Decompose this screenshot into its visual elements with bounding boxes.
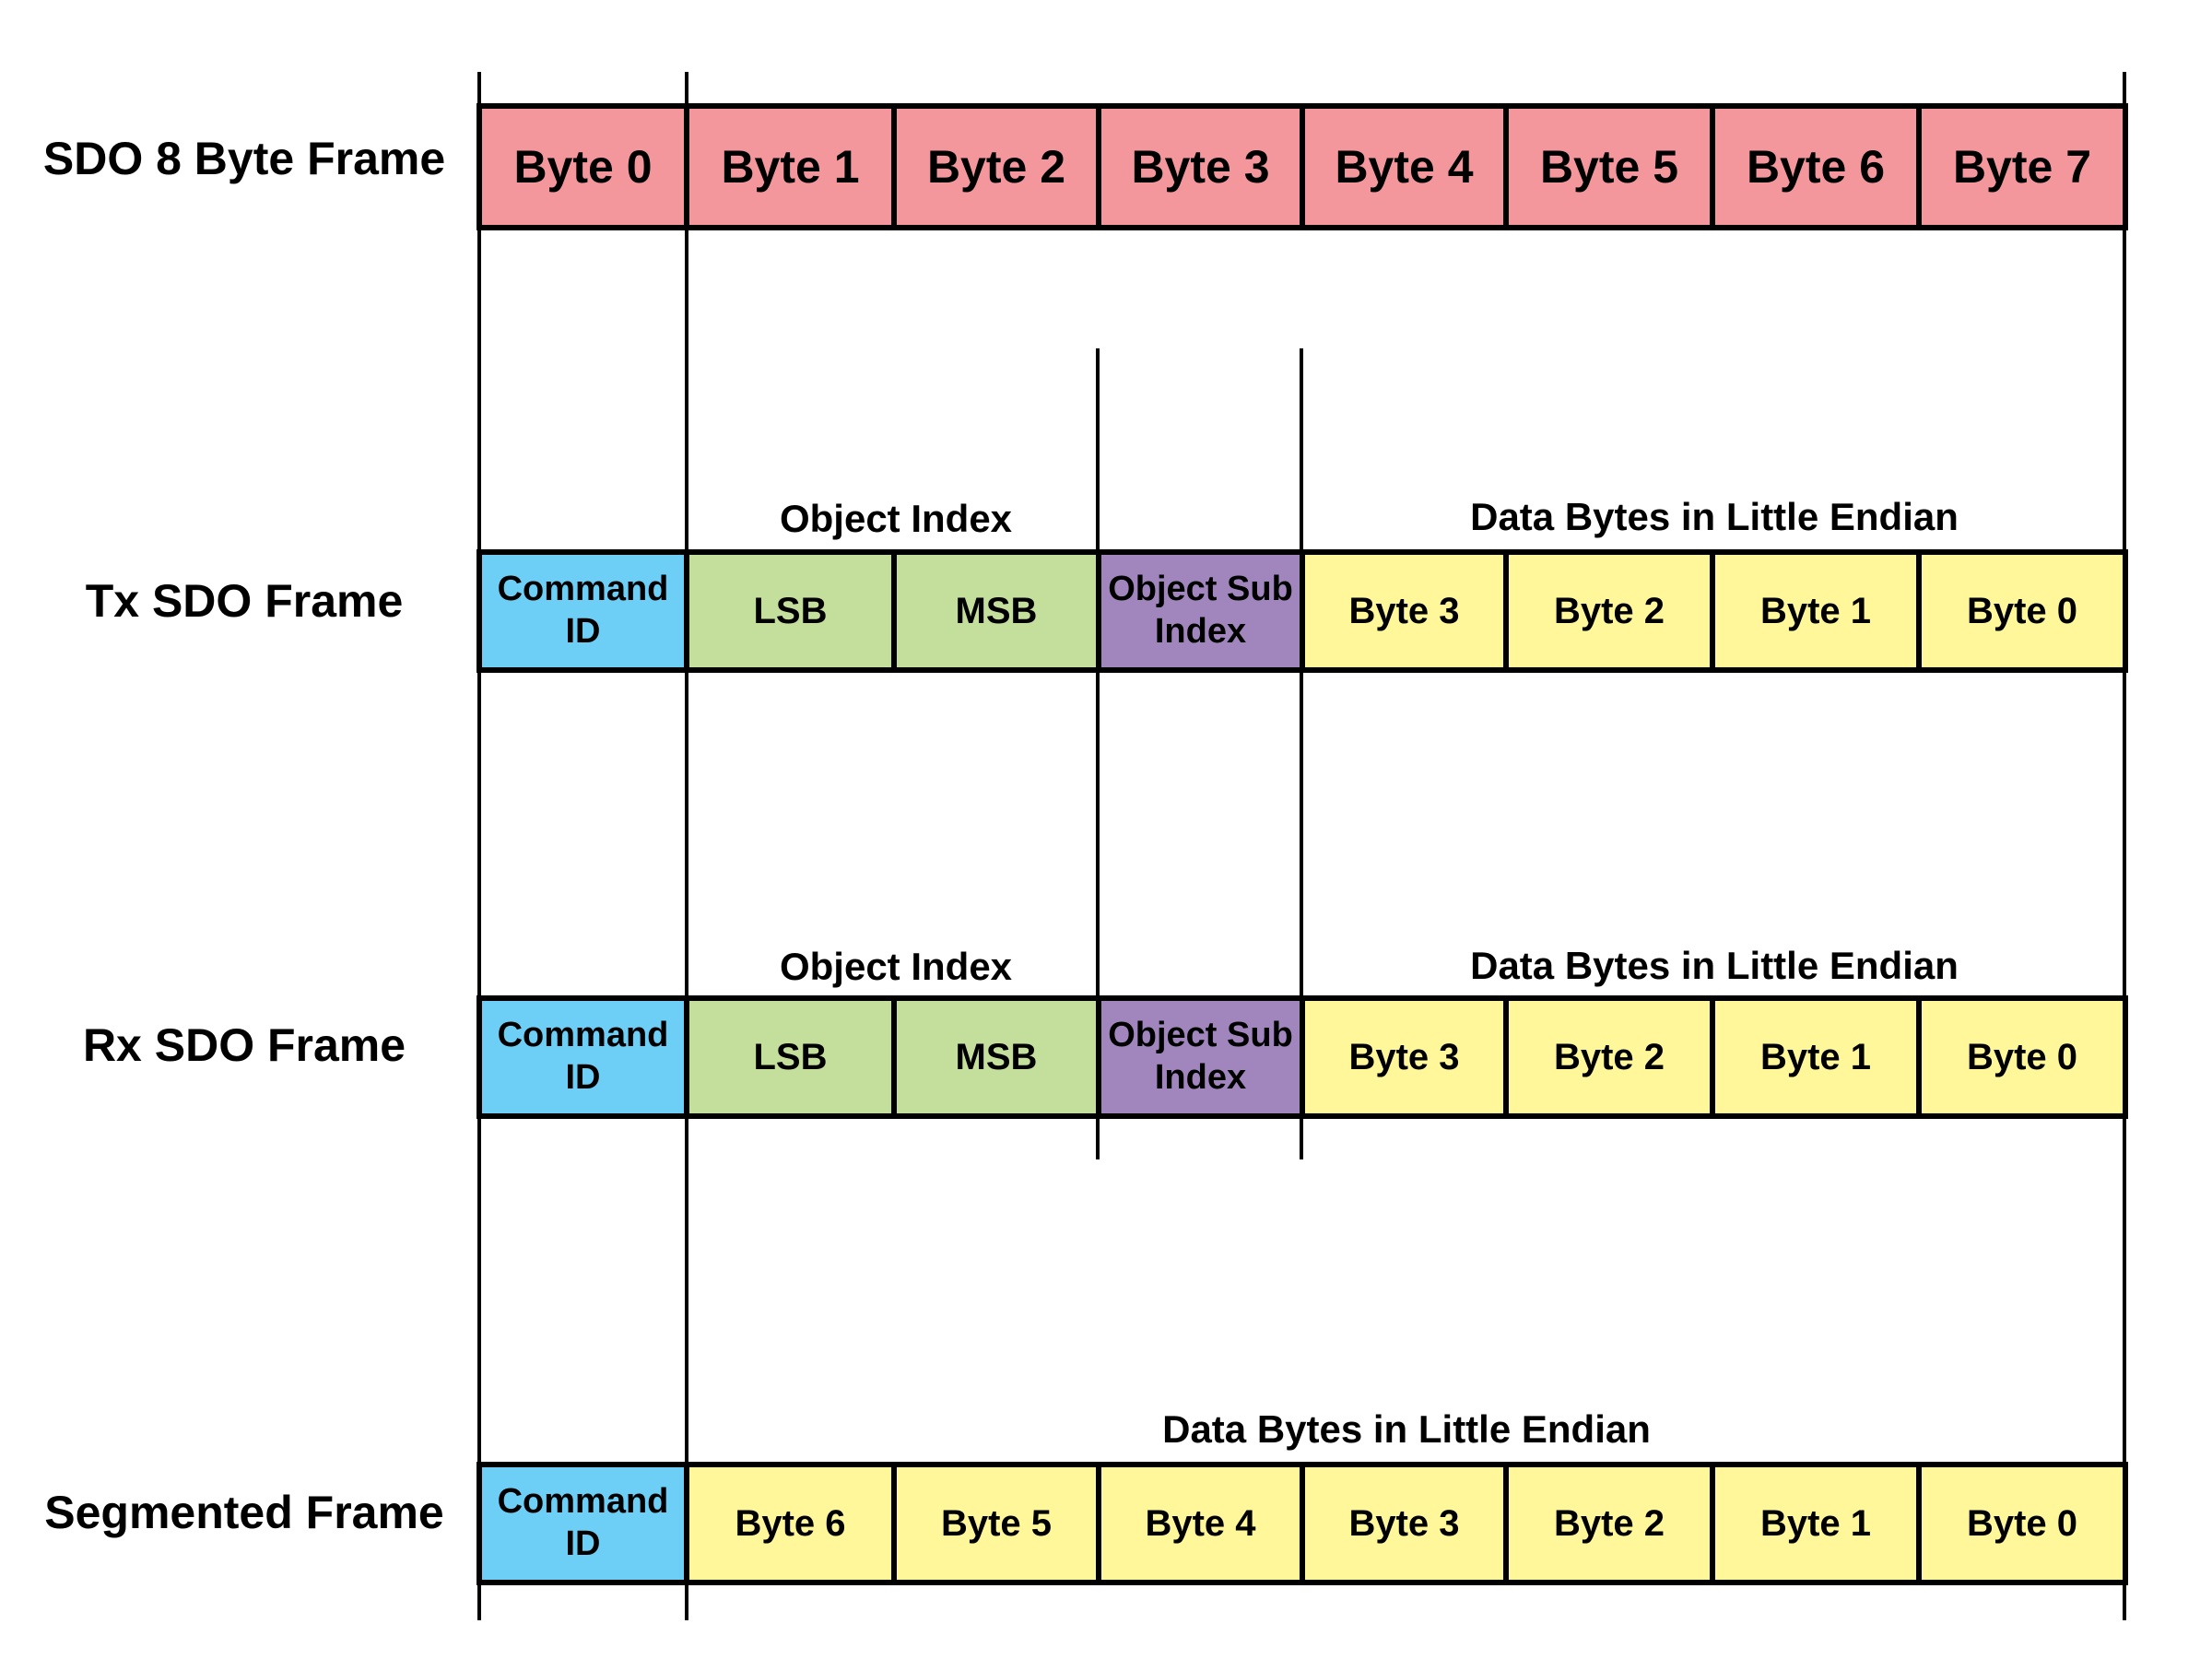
group-label-object-index-rx: Object Index [779, 945, 1013, 988]
frame-rx-sdo: Command ID LSB MSB Object Sub Index Byte… [477, 995, 2128, 1119]
frame-sdo-8-byte: Byte 0 Byte 1 Byte 2 Byte 3 Byte 4 Byte … [477, 103, 2128, 230]
cell-byte-2: Byte 2 [897, 109, 1101, 225]
group-label-data-bytes-rx: Data Bytes in Little Endian [1470, 944, 1959, 987]
cell-object-index-lsb: LSB [689, 555, 897, 667]
cell-data-byte-3: Byte 3 [1305, 1467, 1509, 1580]
cell-byte-3: Byte 3 [1101, 109, 1305, 225]
row-label-tx-sdo-frame: Tx SDO Frame [85, 575, 404, 627]
row-label-segmented-frame: Segmented Frame [44, 1487, 444, 1538]
cell-data-byte-0: Byte 0 [1922, 555, 2123, 667]
cell-byte-1: Byte 1 [689, 109, 897, 225]
cell-byte-4: Byte 4 [1305, 109, 1509, 225]
guide-line-right [2123, 72, 2126, 1620]
cell-data-byte-0: Byte 0 [1922, 1001, 2123, 1113]
cell-data-byte-4: Byte 4 [1101, 1467, 1305, 1580]
cell-byte-5: Byte 5 [1509, 109, 1715, 225]
frame-tx-sdo: Command ID LSB MSB Object Sub Index Byte… [477, 549, 2128, 673]
cell-command-id: Command ID [482, 555, 689, 667]
cell-byte-7: Byte 7 [1922, 109, 2123, 225]
cell-data-byte-0: Byte 0 [1922, 1467, 2123, 1580]
cell-object-sub-index: Object Sub Index [1101, 1001, 1305, 1113]
row-label-sdo-8-byte-frame: SDO 8 Byte Frame [42, 133, 446, 184]
group-label-data-bytes-tx: Data Bytes in Little Endian [1470, 495, 1959, 538]
cell-command-id: Command ID [482, 1001, 689, 1113]
cell-data-byte-6: Byte 6 [689, 1467, 897, 1580]
guide-line-byte3-start [1096, 348, 1100, 1159]
cell-command-id: Command ID [482, 1467, 689, 1580]
cell-object-index-msb: MSB [897, 1001, 1101, 1113]
cell-data-byte-3: Byte 3 [1305, 1001, 1509, 1113]
cell-data-byte-1: Byte 1 [1715, 1467, 1922, 1580]
cell-data-byte-2: Byte 2 [1509, 1001, 1715, 1113]
cell-data-byte-3: Byte 3 [1305, 555, 1509, 667]
group-label-object-index-tx: Object Index [779, 497, 1013, 540]
cell-byte-6: Byte 6 [1715, 109, 1922, 225]
guide-line-byte4-start [1300, 348, 1303, 1159]
cell-data-byte-2: Byte 2 [1509, 1467, 1715, 1580]
cell-object-index-msb: MSB [897, 555, 1101, 667]
cell-object-index-lsb: LSB [689, 1001, 897, 1113]
row-label-rx-sdo-frame: Rx SDO Frame [82, 1019, 406, 1071]
cell-data-byte-5: Byte 5 [897, 1467, 1101, 1580]
cell-object-sub-index: Object Sub Index [1101, 555, 1305, 667]
cell-data-byte-1: Byte 1 [1715, 555, 1922, 667]
cell-byte-0: Byte 0 [482, 109, 689, 225]
group-label-data-bytes-segmented: Data Bytes in Little Endian [1162, 1407, 1651, 1451]
cell-data-byte-1: Byte 1 [1715, 1001, 1922, 1113]
cell-data-byte-2: Byte 2 [1509, 555, 1715, 667]
guide-line-byte1 [685, 72, 688, 1620]
guide-line-left [477, 72, 481, 1620]
frame-segmented: Command ID Byte 6 Byte 5 Byte 4 Byte 3 B… [477, 1462, 2128, 1585]
